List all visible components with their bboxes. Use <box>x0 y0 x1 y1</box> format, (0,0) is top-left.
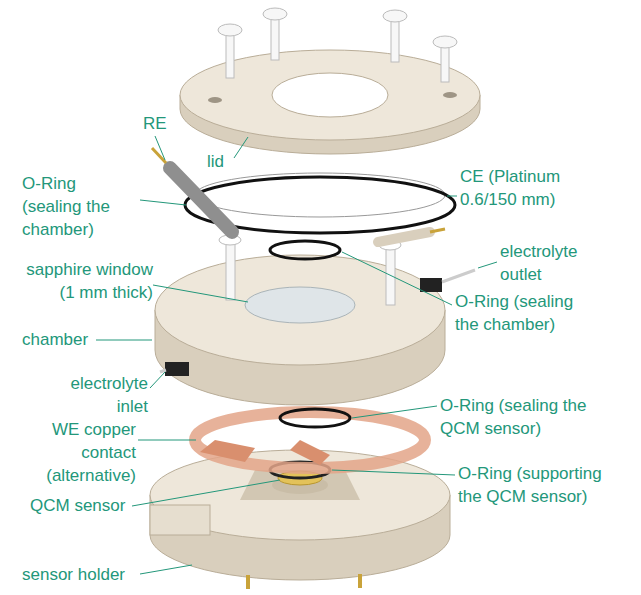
lid <box>180 50 480 154</box>
copper-contact <box>195 412 425 468</box>
part-label: electrolyte inlet <box>46 372 148 418</box>
part-label: O-Ring (sealing the chamber) <box>22 172 140 241</box>
ce-wire <box>195 173 445 217</box>
part-label: sapphire window (1 mm thick) <box>8 258 153 304</box>
o-ring <box>280 409 350 427</box>
re-electrode <box>170 168 232 232</box>
chamber-block <box>155 235 475 405</box>
part-label: sensor holder <box>22 563 152 586</box>
o-ring <box>270 241 340 259</box>
part-label: CE (Platinum 0.6/150 mm) <box>460 165 610 211</box>
part-label: chamber <box>22 328 112 351</box>
part-label: O-Ring (sealing the chamber) <box>455 290 597 336</box>
part-label: O-Ring (supporting the QCM sensor) <box>458 462 610 508</box>
part-label: QCM sensor <box>30 494 140 517</box>
part-label: O-Ring (sealing the QCM sensor) <box>440 394 625 440</box>
ce-electrode <box>378 232 430 242</box>
leader-lines <box>96 136 497 574</box>
part-label: electrolyte outlet <box>500 240 615 286</box>
part-label: lid <box>207 150 247 173</box>
part-label: WE copper contact (alternative) <box>30 418 136 487</box>
screws <box>218 8 457 82</box>
part-label: RE <box>143 112 183 135</box>
